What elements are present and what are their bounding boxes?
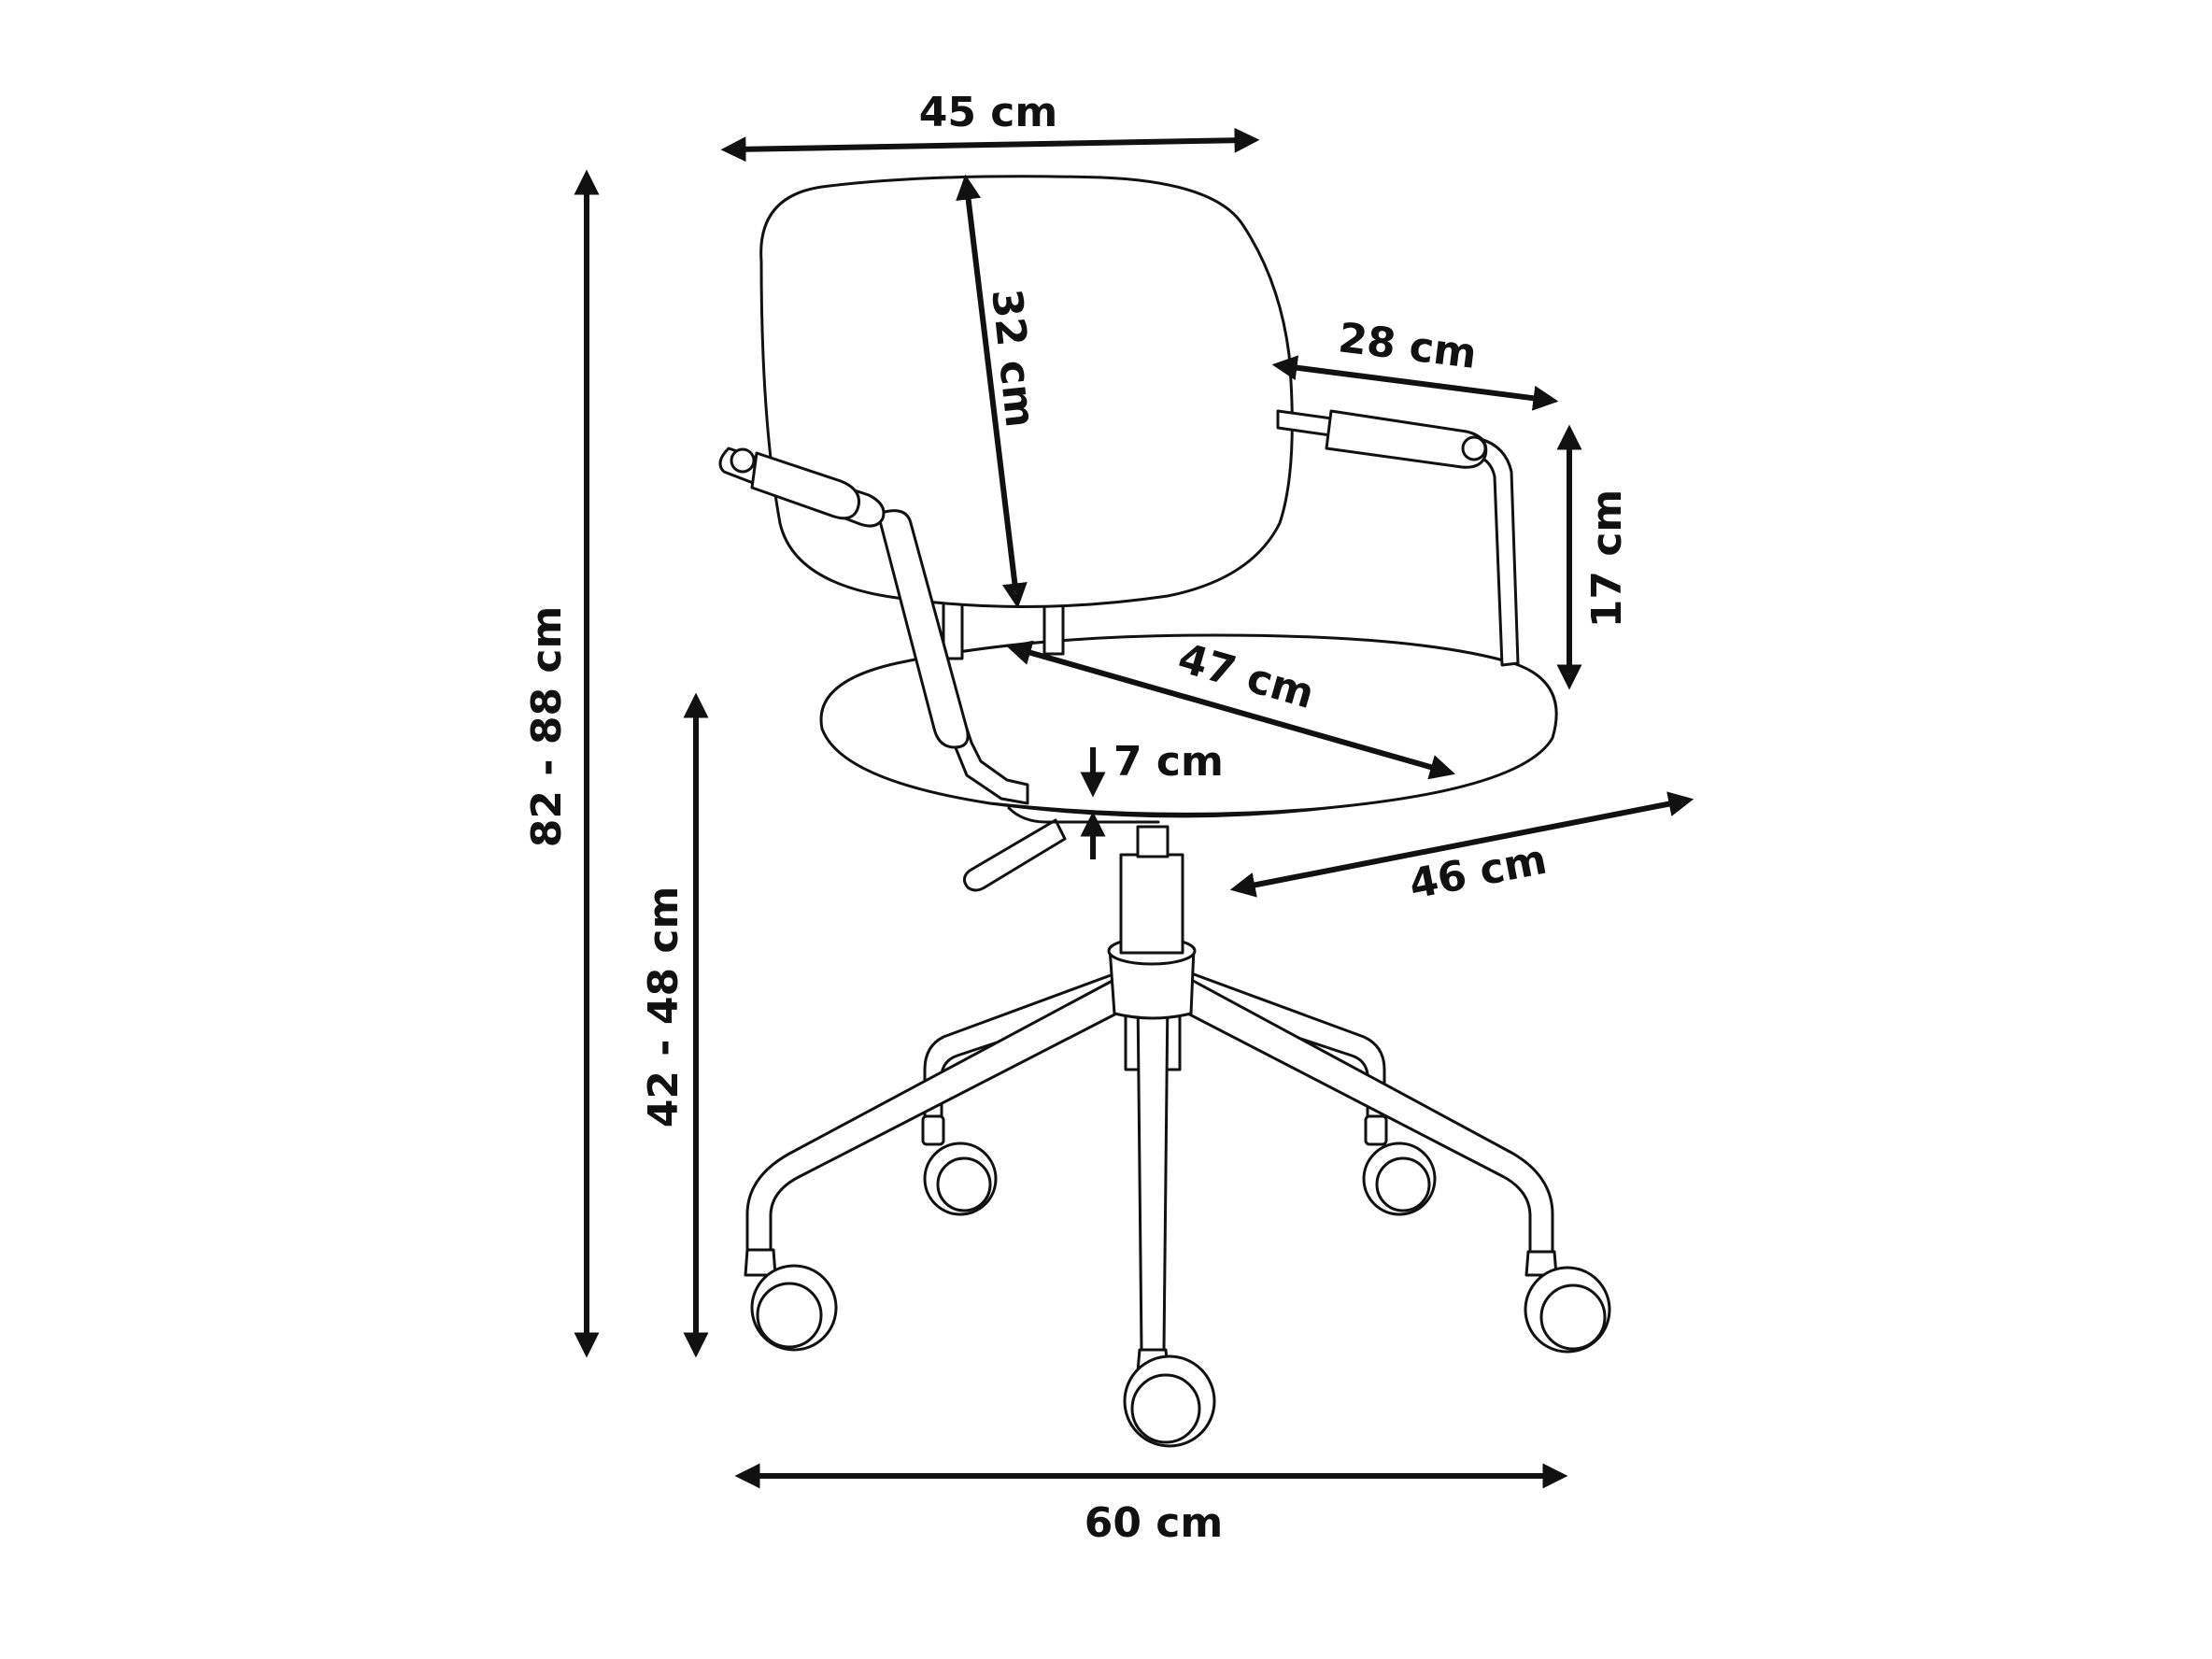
- dim-line-backrest-height: [956, 174, 1028, 609]
- label-base-width: 60 cm: [1085, 1499, 1223, 1547]
- height-lever: [963, 818, 1067, 892]
- caster-back-left: [921, 1114, 998, 1216]
- label-armrest-height: 17 cm: [1583, 489, 1631, 628]
- dimension-lines: [574, 127, 1694, 1489]
- chair-base: [744, 825, 1611, 1448]
- label-seat-thickness: 7 cm: [1113, 738, 1224, 786]
- base-leg-front-right: [1177, 974, 1554, 1254]
- base-hub: [1108, 946, 1196, 1020]
- dim-line-seat-width: [1229, 791, 1694, 898]
- caster-front-center: [1123, 1348, 1216, 1448]
- label-seat-width: 46 cm: [1405, 836, 1550, 909]
- label-armrest-depth: 28 cm: [1336, 314, 1480, 378]
- caster-front-left: [744, 1248, 838, 1352]
- base-leg-front-center: [1136, 974, 1170, 1352]
- chair-illustration: [718, 175, 1611, 1448]
- gas-cylinder-top: [1136, 825, 1170, 858]
- dim-line-seat-depth: [1006, 640, 1455, 780]
- label-total-height: 82 - 88 cm: [523, 606, 571, 848]
- gas-cylinder: [1119, 853, 1184, 955]
- label-total-width: 45 cm: [919, 89, 1057, 136]
- caster-back-right: [1362, 1114, 1437, 1216]
- dim-line-total-width: [720, 127, 1260, 163]
- caster-front-right: [1524, 1250, 1611, 1354]
- seat-underline: [1007, 806, 1160, 824]
- armrest-right: [1276, 409, 1520, 667]
- armrest-left: [718, 447, 1029, 805]
- dim-line-armrest-depth: [1271, 355, 1559, 411]
- label-seat-height: 42 - 48 cm: [640, 886, 688, 1128]
